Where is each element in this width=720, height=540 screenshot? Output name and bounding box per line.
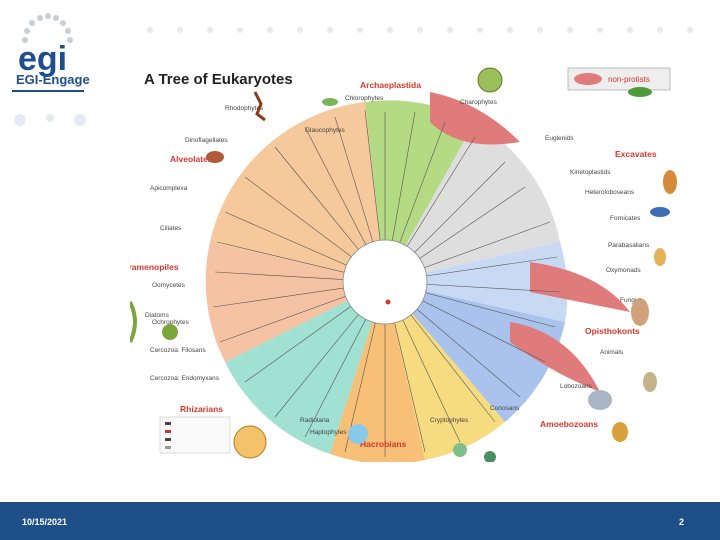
label-apicomplexa: Apicomplexa (150, 185, 188, 192)
wedge-opisthokonts (385, 282, 565, 422)
label-oxymonads: Oxymonads (606, 267, 641, 274)
brand-underline (12, 90, 84, 92)
label-chlorophytes: Chlorophytes (345, 95, 384, 102)
label-fornicates: Fornicates (610, 215, 641, 222)
label-cercozoa-filosans: Cercozoa: Filosans (150, 347, 206, 354)
label-lobozoans: Lobozoans (560, 383, 593, 390)
figure-title: A Tree of Eukaryotes (144, 71, 293, 88)
label-haptophytes: Haptophytes (310, 429, 347, 436)
label-radiolaria: Radiolaria (300, 417, 330, 424)
footer-bar: 10/15/2021 2 (0, 502, 720, 540)
background-dot-pattern (14, 27, 693, 126)
wedge-excavates (385, 122, 560, 282)
label-oomycetes: Oomycetes (152, 282, 186, 289)
wedge-hacrobians (330, 282, 425, 462)
label-ciliates: Ciliates (160, 225, 182, 232)
non-protist-patches (430, 92, 630, 392)
logo-wordmark: egi (18, 40, 67, 78)
footer-date: 10/15/2021 (22, 517, 68, 527)
label-fungi: Fungi (620, 297, 636, 304)
label-parabasalians: Parabasalians (608, 242, 650, 249)
brand-name: EGI-Engage (16, 72, 90, 87)
label-excavates: Excavates (615, 149, 657, 159)
label-stramenopiles: Stramenopiles (130, 262, 179, 272)
figure-legend: non-protists (567, 67, 671, 91)
label-ochrophytes: Ochrophytes (152, 319, 190, 326)
tree-wedges (205, 100, 568, 462)
label-kinetoplastids: Kinetoplastids (570, 169, 611, 176)
label-animals: Animals (600, 349, 624, 356)
label-amoebozoans: Amoebozoans (540, 419, 598, 429)
page-number: 2 (678, 517, 684, 527)
wedge-stramenopiles (205, 242, 385, 362)
egi-logo: egi (18, 13, 73, 78)
label-heteroloboseans: Heteroloboseans (585, 189, 635, 196)
label-rhizarians: Rhizarians (180, 404, 223, 414)
wedge-alveolates (210, 102, 385, 282)
tree-center-circle (342, 239, 428, 325)
label-rhodophytes: Rhodophytes (225, 105, 264, 112)
legend-label: non-protists (608, 75, 650, 84)
logo-dot-ring (22, 13, 73, 43)
wedge-archaeplastida (365, 100, 475, 282)
tree-of-eukaryotes-figure: A Tree of Eukaryotes non-protists Archae… (130, 62, 690, 462)
label-glaucophytes: Glaucophytes (305, 127, 345, 134)
label-dinoflagellates: Dinoflagellates (185, 137, 228, 144)
label-hacrobians: Hacrobians (360, 439, 407, 449)
label-archaeplastida: Archaeplastida (360, 80, 421, 90)
label-opisthokonts: Opisthokonts (585, 326, 640, 336)
label-cercozoa-endomyxans: Cercozoa: Endomyxans (150, 375, 220, 382)
label-charophytes: Charophytes (460, 99, 498, 106)
label-alveolates: Alveolates (170, 154, 213, 164)
organism-illustrations (130, 67, 677, 462)
label-euglenids: Euglenids (545, 135, 574, 142)
tree-root-marker (385, 299, 391, 305)
label-conosans: Conosans (490, 405, 520, 412)
figure-key (159, 416, 231, 454)
label-diatoms: Diatoms (145, 312, 170, 319)
label-cryptophytes: Cryptophytes (430, 417, 469, 424)
wedge-rhizarians (225, 282, 385, 454)
